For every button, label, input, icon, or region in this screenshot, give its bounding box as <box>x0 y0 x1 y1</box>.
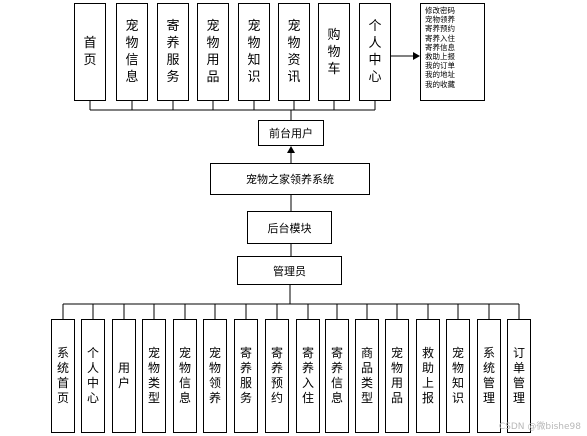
backend-node-10: 寄养信息 <box>325 319 349 433</box>
frontend-node-1: 首页 <box>74 3 106 101</box>
backend-node-15: 系统管理 <box>477 319 501 433</box>
personal-center-item: 我的地址 <box>425 70 455 80</box>
personal-center-detail-box: 修改密码宠物领养寄养预约寄养入住寄养信息救助上报我的订单我的地址我的收藏 <box>420 3 485 101</box>
personal-center-item-list: 修改密码宠物领养寄养预约寄养入住寄养信息救助上报我的订单我的地址我的收藏 <box>425 6 455 89</box>
backend-node-1-label: 系统首页 <box>57 346 70 405</box>
backend-node-12: 宠物用品 <box>385 319 409 433</box>
personal-center-item: 寄养信息 <box>425 42 455 52</box>
watermark: CSDN @微bishe98 <box>498 422 581 432</box>
personal-center-item: 我的收藏 <box>425 79 455 89</box>
admin-node: 管理员 <box>237 256 342 285</box>
frontend-node-7: 购物车 <box>318 3 350 101</box>
backend-node-13: 救助上报 <box>416 319 440 433</box>
personal-center-arrow-head <box>413 52 420 60</box>
backend-node-9-label: 寄养入住 <box>302 346 315 405</box>
frontend-node-3: 寄养服务 <box>157 3 189 101</box>
backend-node-2-label: 个人中心 <box>87 346 100 405</box>
backend-node-16: 订单管理 <box>507 319 531 433</box>
personal-center-item: 我的订单 <box>425 61 455 71</box>
backend-node-8-label: 寄养预约 <box>271 346 284 405</box>
backend-node-16-label: 订单管理 <box>513 346 526 405</box>
frontend-node-8: 个人中心 <box>359 3 391 101</box>
backend-module-node: 后台模块 <box>247 211 332 244</box>
backend-node-6-label: 宠物领养 <box>209 346 222 405</box>
frontend-node-3-label: 寄养服务 <box>166 19 180 85</box>
backend-node-1: 系统首页 <box>51 319 75 433</box>
frontend-node-4: 宠物用品 <box>197 3 229 101</box>
frontend-user-label: 前台用户 <box>269 127 313 140</box>
backend-node-8: 寄养预约 <box>265 319 289 433</box>
backend-node-10-label: 寄养信息 <box>331 346 344 405</box>
backend-node-5-label: 宠物信息 <box>179 346 192 405</box>
frontend-node-8-label: 个人中心 <box>368 19 382 85</box>
backend-node-13-label: 救助上报 <box>422 346 435 405</box>
frontend-node-2: 宠物信息 <box>116 3 148 101</box>
personal-center-item: 寄养预约 <box>425 24 455 34</box>
personal-center-item: 修改密码 <box>425 6 455 15</box>
backend-node-3-label: 用户 <box>118 361 131 390</box>
frontend-node-2-label: 宠物信息 <box>125 19 139 85</box>
system-root-node: 宠物之家领养系统 <box>210 163 370 195</box>
backend-node-4-label: 宠物类型 <box>148 346 161 405</box>
frontend-node-1-label: 首页 <box>83 36 97 68</box>
backend-node-9: 寄养入住 <box>296 319 320 433</box>
frontend-node-6-label: 宠物资讯 <box>287 19 301 85</box>
personal-center-item: 宠物领养 <box>425 15 455 25</box>
frontend-node-4-label: 宠物用品 <box>206 19 220 85</box>
personal-center-item: 救助上报 <box>425 52 455 62</box>
backend-node-5: 宠物信息 <box>173 319 197 433</box>
backend-node-14: 宠物知识 <box>446 319 470 433</box>
backend-node-11: 商品类型 <box>355 319 379 433</box>
backend-node-11-label: 商品类型 <box>361 346 374 405</box>
system-title-label: 宠物之家领养系统 <box>246 173 334 186</box>
frontend-node-5: 宠物知识 <box>238 3 270 101</box>
backend-node-4: 宠物类型 <box>142 319 166 433</box>
backend-node-7-label: 寄养服务 <box>240 346 253 405</box>
backend-node-3: 用户 <box>112 319 136 433</box>
backend-node-15-label: 系统管理 <box>483 346 496 405</box>
backend-node-7: 寄养服务 <box>234 319 258 433</box>
personal-center-item: 寄养入住 <box>425 33 455 43</box>
backend-module-label: 后台模块 <box>267 221 312 235</box>
frontend-user-node: 前台用户 <box>258 120 324 146</box>
backend-node-14-label: 宠物知识 <box>452 346 465 405</box>
backend-node-6: 宠物领养 <box>203 319 227 433</box>
backend-node-12-label: 宠物用品 <box>391 346 404 405</box>
frontend-node-6: 宠物资讯 <box>278 3 310 101</box>
admin-label: 管理员 <box>273 264 306 278</box>
frontend-node-7-label: 购物车 <box>327 27 341 77</box>
frontend-node-5-label: 宠物知识 <box>247 19 261 85</box>
system-to-frontend-arrow-head <box>287 146 295 153</box>
backend-node-2: 个人中心 <box>81 319 105 433</box>
